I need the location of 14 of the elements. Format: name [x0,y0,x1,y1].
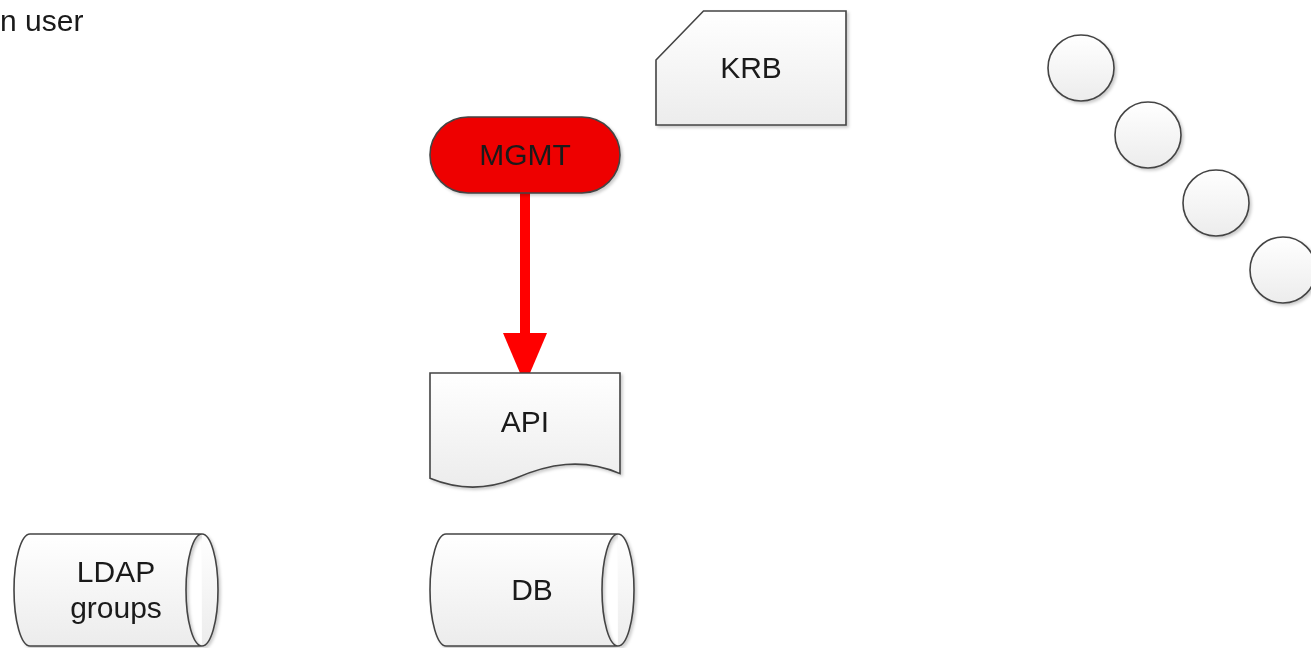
connector-circle [1115,102,1181,168]
document-box [430,373,620,490]
connector-circle [1183,170,1249,236]
node-label: API [500,403,550,440]
database-cylinder [14,534,218,646]
note-text: n user [0,4,84,38]
punched-card-box [656,11,846,125]
node-label: DB [511,572,553,608]
database-cylinder [430,534,634,646]
connector-circle [1048,35,1114,101]
terminator-pill [430,117,620,193]
node-label: KRB [720,50,782,86]
node-label: LDAP groups [69,554,163,626]
node-label: MGMT [479,137,571,173]
